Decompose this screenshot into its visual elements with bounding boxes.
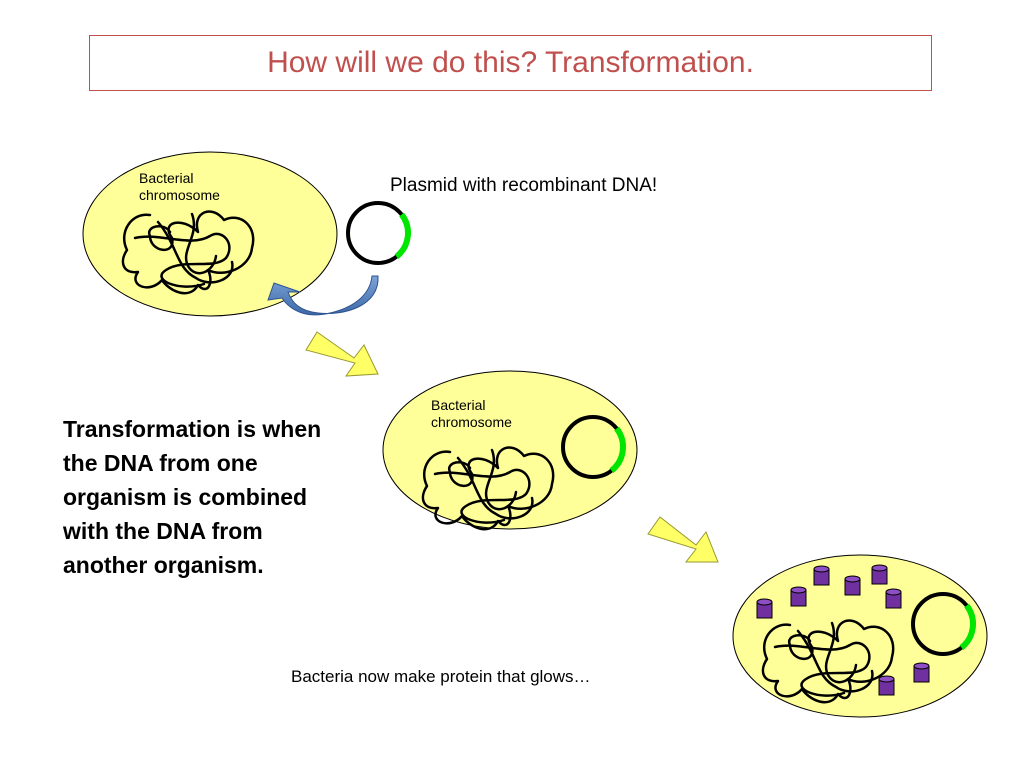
protein-cylinder-icon: [844, 575, 861, 596]
chromosome-icon: [121, 210, 255, 295]
bacterial-cell-middle: [382, 370, 638, 530]
block-arrow-icon: [647, 516, 719, 563]
protein-cylinder-icon: [756, 598, 773, 619]
transformation-definition: Transformation is when the DNA from one …: [63, 416, 322, 578]
protein-cylinder-icon: [913, 662, 930, 683]
cell-middle-label: Bacterial chromosome: [431, 397, 512, 430]
cell-top-label: Bacterial chromosome: [139, 170, 220, 203]
plasmid-icon: [346, 201, 411, 265]
plasmid-icon: [911, 592, 976, 656]
plasmid-icon: [561, 415, 626, 479]
chromosome-icon: [421, 446, 555, 531]
block-arrow-icon: [305, 331, 379, 377]
bacterial-cell-top: [82, 151, 338, 317]
chromosome-icon: [761, 619, 895, 704]
protein-cylinder-icon: [790, 586, 807, 607]
result-label: Bacteria now make protein that glows…: [291, 667, 591, 686]
protein-cylinder-icon: [885, 588, 902, 609]
plasmid-label: Plasmid with recombinant DNA!: [390, 175, 658, 196]
protein-cylinders: [756, 564, 930, 696]
title-box: How will we do this? Transformation.: [89, 35, 932, 91]
protein-cylinder-icon: [878, 675, 895, 696]
protein-cylinder-icon: [813, 565, 830, 586]
slide-title: How will we do this? Transformation.: [267, 46, 754, 79]
protein-cylinder-icon: [871, 564, 888, 585]
curved-arrow-icon: [267, 275, 379, 316]
